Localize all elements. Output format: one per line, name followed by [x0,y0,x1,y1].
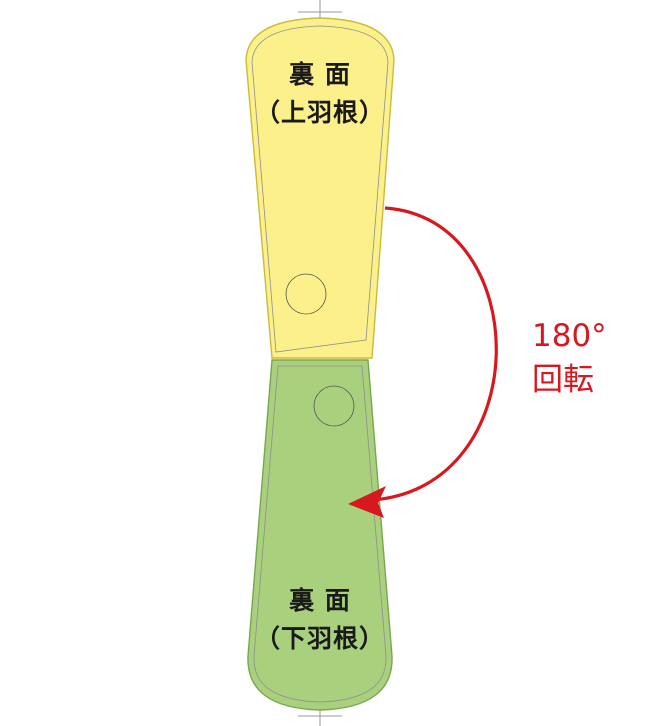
lower-blade-label: 裏 面 （下羽根） [240,582,400,658]
upper-pivot-hole [285,273,327,315]
rotation-arc [371,206,498,502]
lower-blade-label-line2: （下羽根） [254,624,385,653]
lower-pivot-hole [313,385,355,427]
lower-blade-shape [247,359,393,711]
top-registration-mark [298,0,342,20]
rotation-label: 180° 回転 [532,314,642,402]
lower-blade-label-line1: 裏 面 [289,586,351,615]
upper-blade-label: 裏 面 （上羽根） [240,56,400,132]
upper-blade-label-line1: 裏 面 [289,60,351,89]
upper-blade-shape [245,17,395,359]
lower-blade [247,359,393,711]
rotation-arrowhead [348,486,386,518]
rotation-angle-text: 180° [532,318,607,354]
rotation-arrow [348,206,498,518]
upper-blade-inner-outline [251,25,389,353]
rotation-action-text: 回転 [532,362,594,398]
lower-blade-inner-outline [253,365,387,703]
upper-blade [245,17,395,359]
upper-blade-label-line2: （上羽根） [254,98,385,127]
